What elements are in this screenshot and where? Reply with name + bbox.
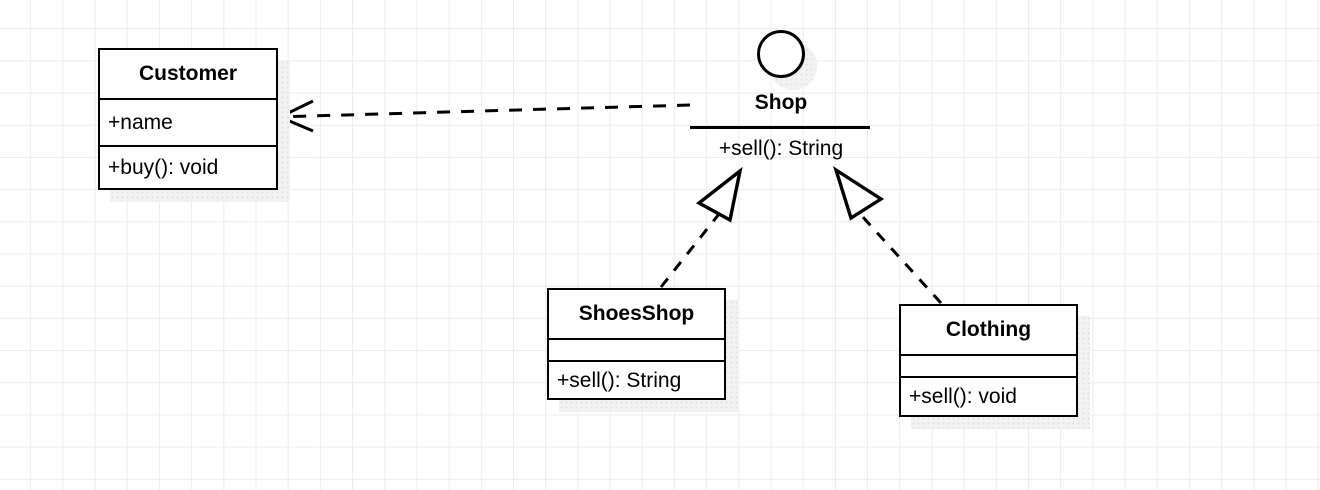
class-operation-shoesshop-sell: +sell(): String (549, 360, 724, 400)
class-box-customer[interactable]: Customer +name +buy(): void (98, 48, 278, 190)
hollow-triangle-arrowhead-icon (695, 166, 743, 223)
realization-line (659, 213, 721, 288)
class-attributes-shoesshop (549, 338, 724, 360)
realization-line (859, 213, 943, 305)
class-name-shoesshop: ShoesShop (578, 302, 695, 325)
class-name-clothing: Clothing (945, 318, 1032, 341)
relationship-shop-customer-dependency[interactable] (276, 99, 691, 133)
interface-name-shop: Shop (754, 91, 808, 114)
class-name-customer: Customer (138, 62, 238, 85)
hollow-triangle-arrowhead-icon (832, 166, 885, 221)
relationship-shoesshop-shop-realization[interactable] (659, 166, 743, 288)
interface-separator-line (690, 126, 870, 129)
class-attributes-clothing (901, 354, 1076, 376)
interface-ball-icon[interactable] (757, 30, 805, 78)
class-operation-clothing-sell: +sell(): void (901, 376, 1076, 417)
dependency-line (291, 103, 691, 118)
interface-operation-shop-sell: +sell(): String (718, 137, 844, 160)
relationship-clothing-shop-realization[interactable] (832, 166, 943, 305)
class-box-clothing[interactable]: Clothing +sell(): void (899, 304, 1078, 417)
class-box-shoesshop[interactable]: ShoesShop +sell(): String (547, 288, 726, 400)
class-operation-customer-buy: +buy(): void (100, 145, 276, 190)
class-attribute-customer-name: +name (100, 98, 276, 145)
